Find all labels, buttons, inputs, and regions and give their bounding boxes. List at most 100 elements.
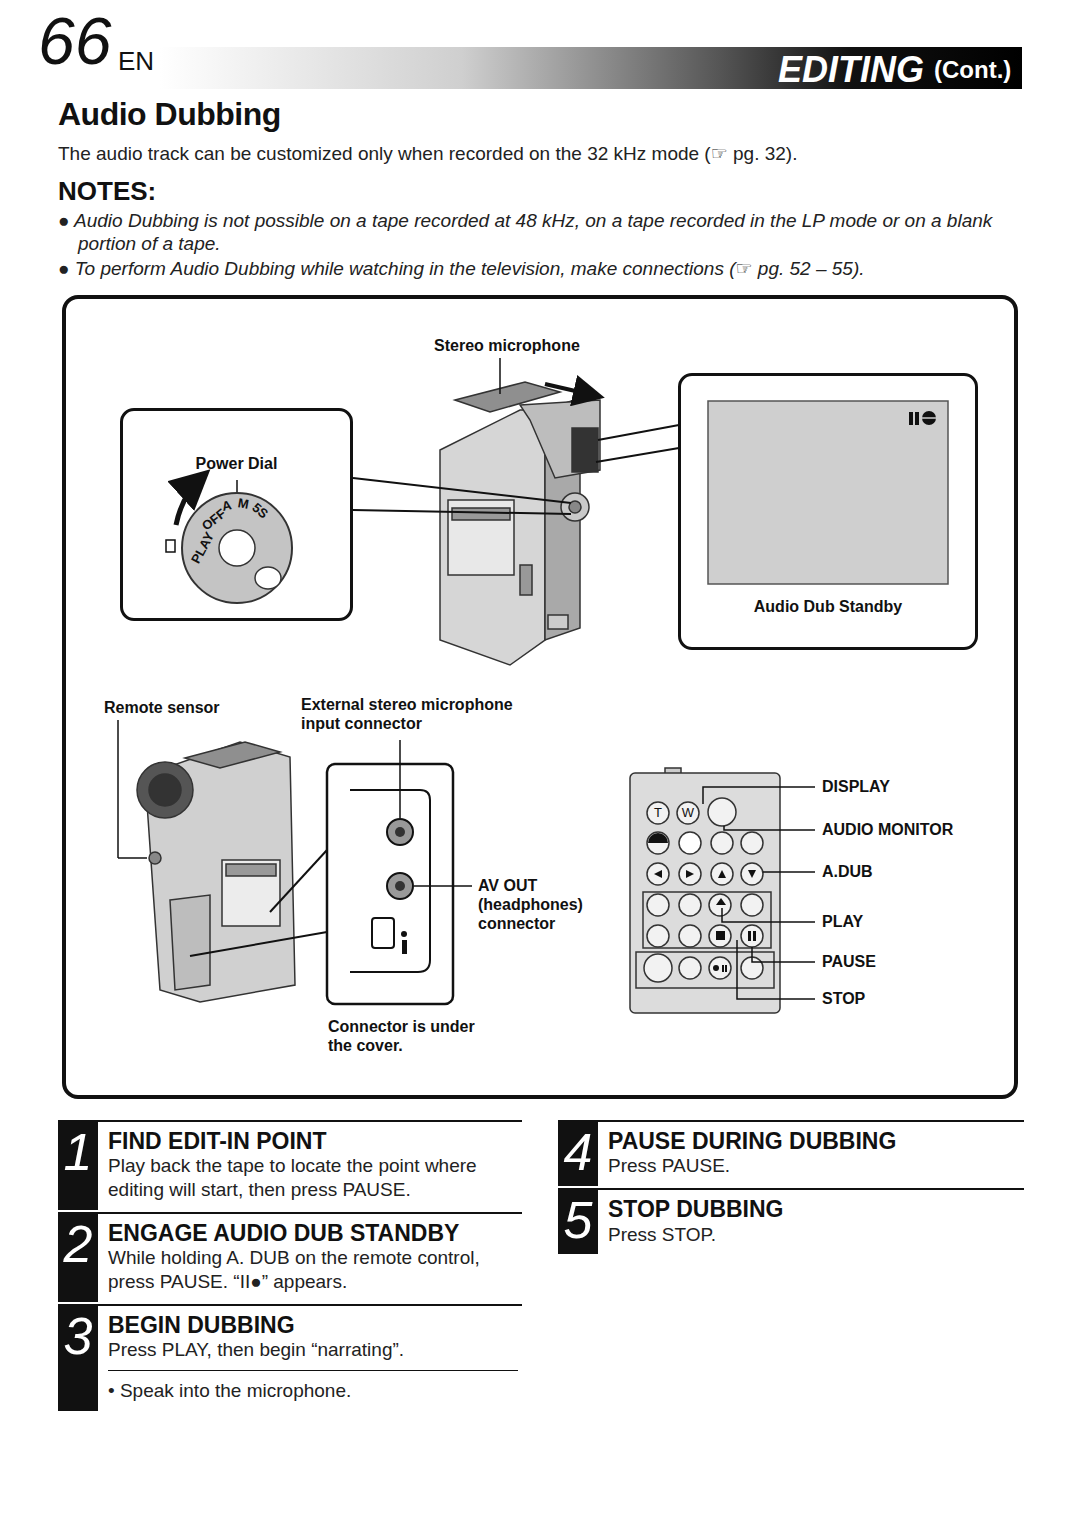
illustration-part [711, 863, 733, 885]
illustration-part [395, 881, 405, 891]
illustration-part [748, 931, 751, 941]
power-dial [166, 476, 292, 603]
illustration-part [679, 925, 701, 947]
illustration-part [572, 428, 598, 472]
leader-line [353, 478, 571, 503]
remote-key-symbols [648, 833, 756, 972]
button-label: DISPLAY [822, 777, 890, 796]
illustration-part [708, 798, 736, 826]
step-heading: ENGAGE AUDIO DUB STANDBY [108, 1220, 518, 1246]
button-label: AUDIO MONITOR [822, 820, 953, 839]
button-label: PLAY [822, 912, 863, 931]
camcorder-front-view [137, 742, 295, 1002]
step-number: 1 [58, 1126, 98, 1178]
step-number: 4 [558, 1126, 598, 1178]
illustration-part [724, 826, 815, 830]
button-label: A.DUB [822, 862, 873, 881]
illustration-part [922, 417, 936, 419]
illustration-part [737, 940, 815, 999]
illustration-part [647, 925, 669, 947]
remote-control [630, 768, 780, 1013]
illustration-part [387, 873, 413, 899]
illustration-part [711, 832, 733, 854]
illustration-part [677, 802, 699, 824]
leader-line [270, 850, 327, 912]
page-number: 66 [38, 2, 111, 81]
illustration-part [170, 895, 210, 990]
illustration-part [709, 925, 731, 947]
illustration-part [643, 892, 771, 948]
illustration-part [722, 908, 815, 922]
illustration-part [647, 863, 669, 885]
step-note: • Speak into the microphone. [108, 1370, 518, 1403]
inset-caption: Audio Dub Standby [681, 598, 975, 616]
audio-dub-standby-icon [909, 411, 936, 425]
leader-line [190, 932, 327, 956]
step-instruction: Press PAUSE. [608, 1154, 1020, 1178]
illustration-frame [64, 297, 1016, 1097]
illustration-part [654, 870, 662, 878]
illustration-part [630, 773, 780, 1013]
illustration-part [387, 819, 413, 845]
leader-line [499, 358, 501, 394]
leader-line [399, 740, 401, 818]
illustration-part [748, 870, 756, 878]
step-number: 2 [58, 1218, 98, 1270]
part-label: Stereo microphone [434, 336, 580, 355]
illustration-part [647, 802, 669, 824]
step-number: 5 [558, 1194, 598, 1246]
leader-line [598, 425, 679, 440]
illustration-part [402, 940, 407, 954]
leader-line [118, 857, 147, 859]
step-box: 4PAUSE DURING DUBBINGPress PAUSE. [558, 1120, 1024, 1186]
illustration-part [236, 480, 238, 492]
illustration-part [741, 925, 763, 947]
illustration-part [520, 565, 532, 595]
step-box: 5STOP DUBBINGPress STOP. [558, 1188, 1024, 1254]
illustration-part [753, 931, 756, 941]
button-label: STOP [822, 989, 865, 1008]
illustration-part [909, 412, 913, 425]
illustration-part [561, 493, 589, 521]
illustration-part [452, 508, 510, 520]
illustration-part [741, 832, 763, 854]
illustration-part [395, 827, 405, 837]
leader-line [414, 885, 472, 887]
illustration-part [520, 400, 600, 478]
camcorder-top-view [440, 382, 600, 665]
illustration-part [137, 762, 193, 818]
leader-line [353, 510, 571, 514]
illustration-part [716, 898, 726, 905]
key-letter: T [651, 805, 665, 821]
step-heading: FIND EDIT-IN POINT [108, 1128, 518, 1154]
inset-caption: Power Dial [123, 455, 350, 473]
step-box: 2ENGAGE AUDIO DUB STANDBYWhile holding A… [58, 1212, 522, 1302]
illustration-part [741, 863, 763, 885]
illustration-part [548, 615, 568, 629]
illustration-part [185, 742, 280, 768]
note-item: ● Audio Dubbing is not possible on a tap… [58, 210, 1020, 256]
page-title: Audio Dubbing [58, 96, 281, 133]
lcd-screen [708, 401, 948, 584]
step-box: 1 FIND EDIT-IN POINTPlay back the tape to… [58, 1120, 522, 1210]
step-instruction: Play back the tape to locate the point w… [108, 1154, 518, 1202]
illustration-part [679, 863, 701, 885]
connector-inset [327, 764, 453, 1004]
key-letter: W [680, 805, 696, 821]
illustration-part [648, 833, 668, 843]
illustration-part [327, 764, 453, 1004]
illustration-part [222, 860, 280, 926]
illustration-part [752, 947, 815, 962]
illustration-part [679, 832, 701, 854]
illustration-part [686, 870, 694, 878]
illustration-part [713, 965, 719, 971]
illustration-part [176, 476, 203, 525]
illustration-part [709, 894, 731, 916]
illustration-part [440, 410, 545, 665]
illustration-part [725, 965, 727, 972]
illustration-part [716, 931, 725, 940]
illustration-part [149, 852, 161, 864]
illustration-part [763, 871, 815, 873]
motion-arrow [545, 384, 597, 396]
